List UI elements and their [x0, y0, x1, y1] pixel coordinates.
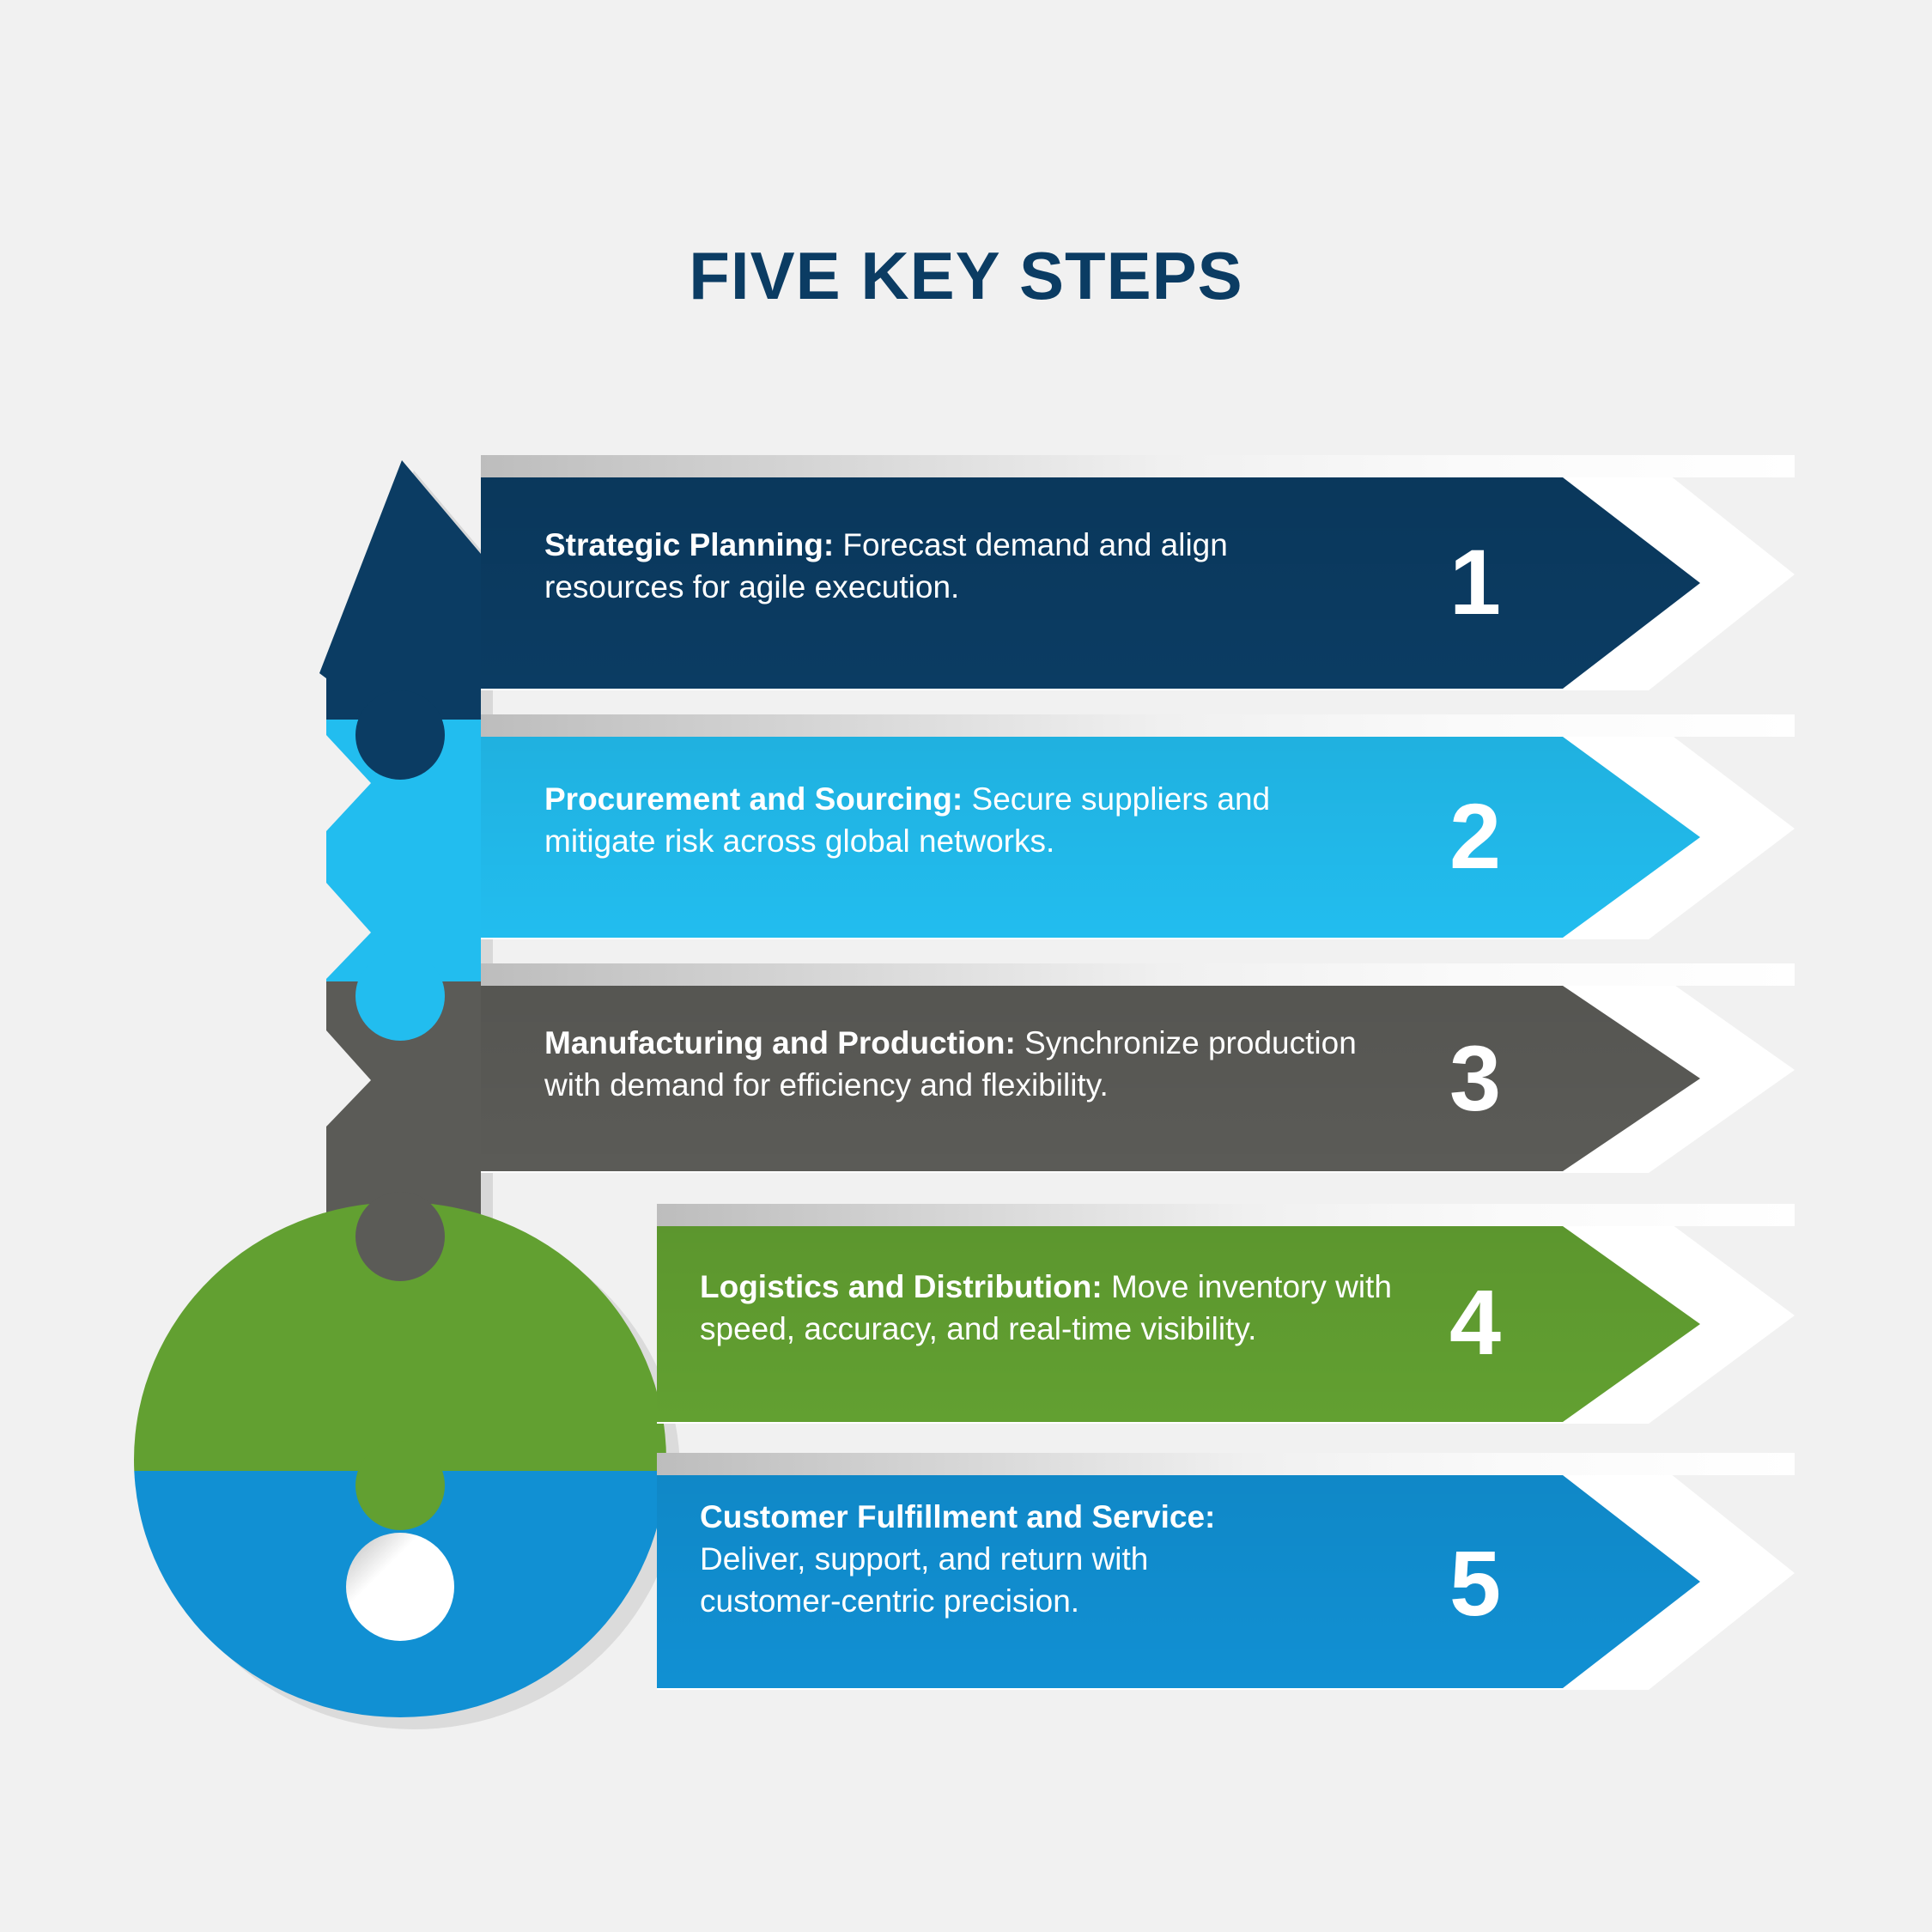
- step-4-text: Logistics and Distribution: Move invento…: [700, 1266, 1425, 1350]
- step-5-topshadow: [657, 1453, 1795, 1475]
- step-3-shape: [481, 986, 1795, 1173]
- step-3-body-text: Synchronize production with demand for e…: [544, 1025, 1357, 1103]
- step-banner-4[interactable]: Logistics and Distribution: Move invento…: [657, 1204, 1795, 1451]
- step-4-heading: Logistics and Distribution:: [700, 1269, 1103, 1304]
- step-banner-5[interactable]: Customer Fulfillment and Service: Delive…: [657, 1453, 1795, 1717]
- connector-knob-2: [355, 951, 445, 1041]
- step-2-number: 2: [1449, 784, 1502, 888]
- key-segment-1: [319, 460, 481, 720]
- key-head-top: [134, 1202, 666, 1471]
- connector-knob-4: [355, 1441, 445, 1530]
- step-1-number: 1: [1449, 530, 1502, 634]
- step-5-text: Customer Fulfillment and Service: Delive…: [700, 1496, 1284, 1623]
- step-5-heading: Customer Fulfillment and Service:: [700, 1499, 1216, 1534]
- step-1-text: Strategic Planning: Forecast demand and …: [544, 524, 1321, 608]
- step-4-topshadow: [657, 1204, 1795, 1226]
- step-3-topshadow: [481, 963, 1795, 986]
- step-3-number: 3: [1449, 1026, 1502, 1130]
- step-2-text: Procurement and Sourcing: Secure supplie…: [544, 778, 1317, 862]
- step-1-topshadow: [481, 455, 1795, 477]
- step-2-sheen: [481, 737, 1700, 938]
- step-4-shape: [657, 1226, 1795, 1424]
- step-5-shape: [657, 1475, 1795, 1690]
- key-blade-group: [319, 460, 493, 1230]
- step-3-heading: Manufacturing and Production:: [544, 1025, 1016, 1060]
- step-2-body-text: Secure suppliers and mitigate risk acros…: [544, 781, 1271, 860]
- page-title: FIVE KEY STEPS: [689, 238, 1243, 313]
- connector-knob-3: [355, 1192, 445, 1281]
- step-2-shape: [481, 737, 1795, 939]
- step-1-shape: [481, 477, 1795, 690]
- step-4-body-text: Move inventory with speed, accuracy, and…: [700, 1269, 1392, 1347]
- step-1-body-text: Forecast demand and align resources for …: [544, 527, 1228, 605]
- step-banner-1[interactable]: Strategic Planning: Forecast demand and …: [481, 455, 1795, 720]
- step-5-number: 5: [1449, 1531, 1502, 1635]
- step-3-text: Manufacturing and Production: Synchroniz…: [544, 1022, 1412, 1106]
- step-2-heading: Procurement and Sourcing:: [544, 781, 963, 817]
- step-1-heading: Strategic Planning:: [544, 527, 835, 562]
- key-hole: [346, 1533, 454, 1641]
- step-2-topshadow: [481, 714, 1795, 737]
- step-5-sheen: [657, 1475, 1700, 1688]
- step-4-number: 4: [1449, 1270, 1502, 1374]
- connector-knob-1: [355, 690, 445, 780]
- step-banner-2[interactable]: Procurement and Sourcing: Secure supplie…: [481, 714, 1795, 969]
- key-segment-2: [326, 720, 481, 981]
- step-4-sheen: [657, 1226, 1700, 1422]
- step-3-sheen: [481, 986, 1700, 1171]
- step-5-body-text: Deliver, support, and return with custom…: [700, 1541, 1149, 1619]
- key-segment-3: [326, 981, 481, 1219]
- step-banner-3[interactable]: Manufacturing and Production: Synchroniz…: [481, 963, 1795, 1200]
- step-1-sheen: [481, 477, 1700, 689]
